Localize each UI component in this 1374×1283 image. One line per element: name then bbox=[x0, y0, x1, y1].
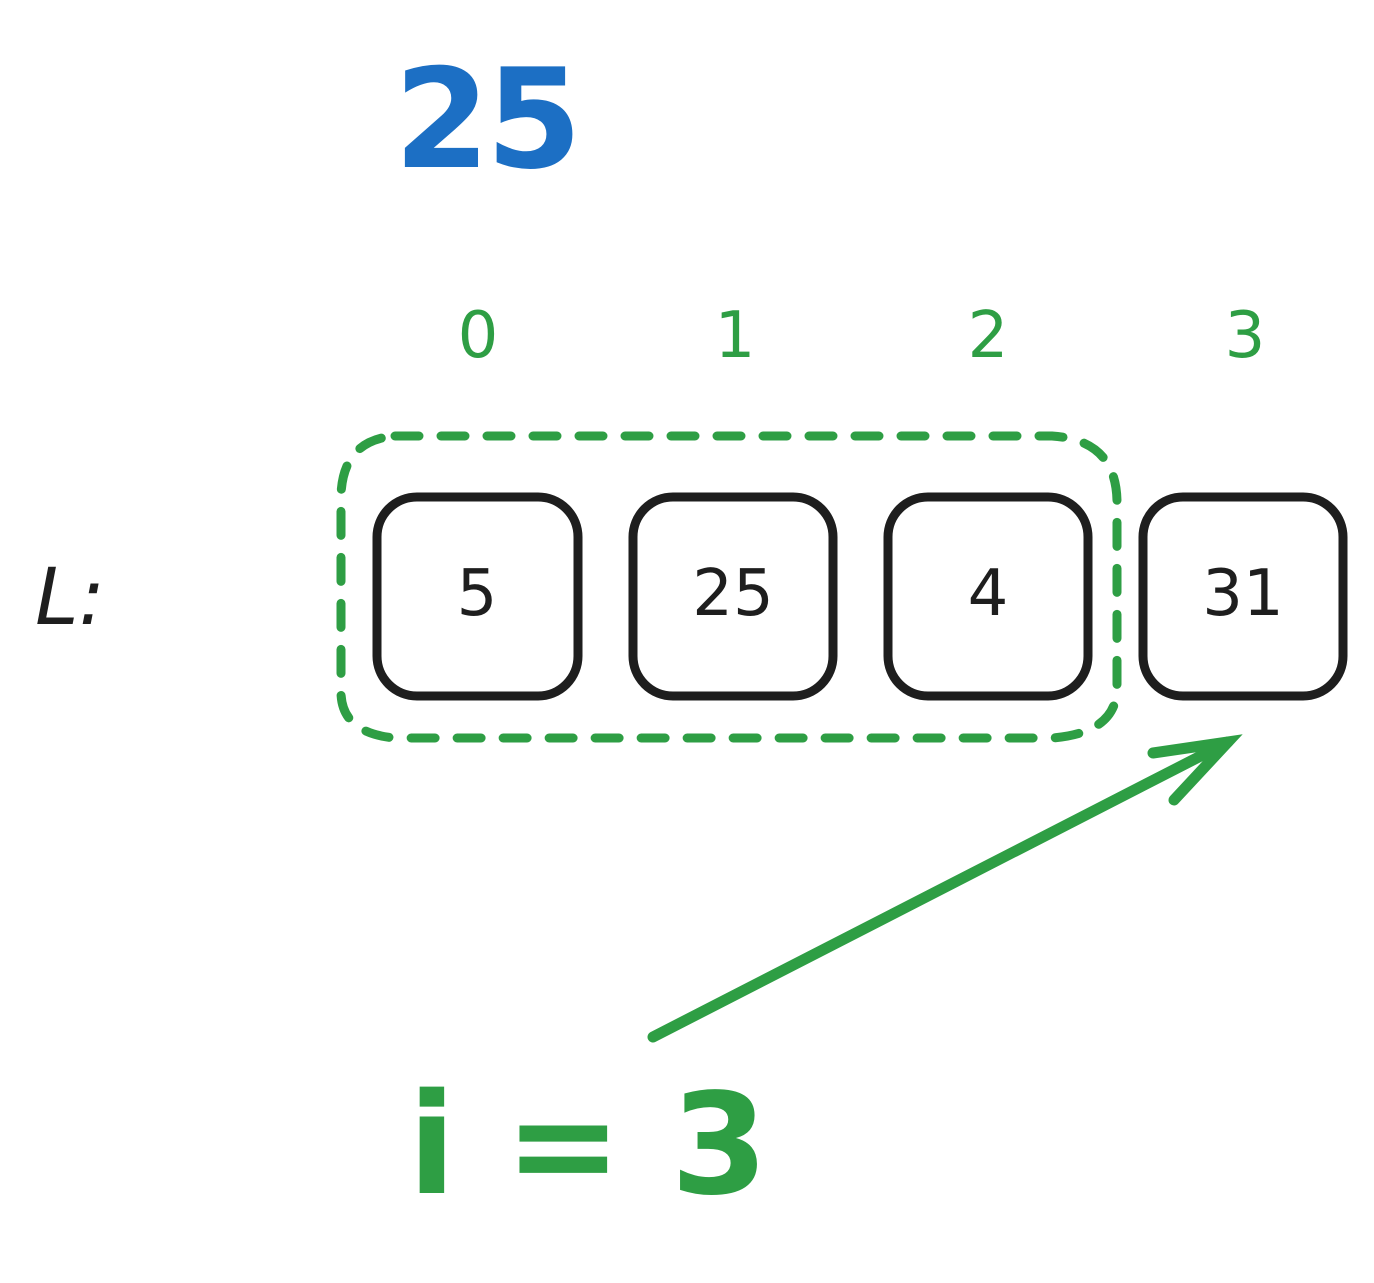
cell-value-2: 4 bbox=[967, 557, 1009, 631]
cell-box-3 bbox=[1138, 492, 1348, 701]
cell-box-1 bbox=[628, 492, 838, 701]
current-value: 25 bbox=[393, 39, 582, 200]
cell-value-3: 31 bbox=[1202, 557, 1284, 631]
cell-value-1: 25 bbox=[692, 557, 774, 631]
dashed-selection bbox=[336, 431, 1122, 743]
pointer-arrow bbox=[647, 734, 1243, 1043]
index-label-1: 1 bbox=[714, 299, 756, 373]
index-label-3: 3 bbox=[1224, 299, 1266, 373]
index-label-0: 0 bbox=[457, 299, 499, 373]
list-label: L: bbox=[35, 553, 105, 643]
cell-box-2 bbox=[883, 492, 1093, 701]
loop-variable: i = 3 bbox=[407, 1064, 769, 1227]
index-label-2: 2 bbox=[967, 299, 1009, 373]
cell-box-0 bbox=[372, 492, 583, 701]
cell-value-0: 5 bbox=[456, 557, 498, 631]
